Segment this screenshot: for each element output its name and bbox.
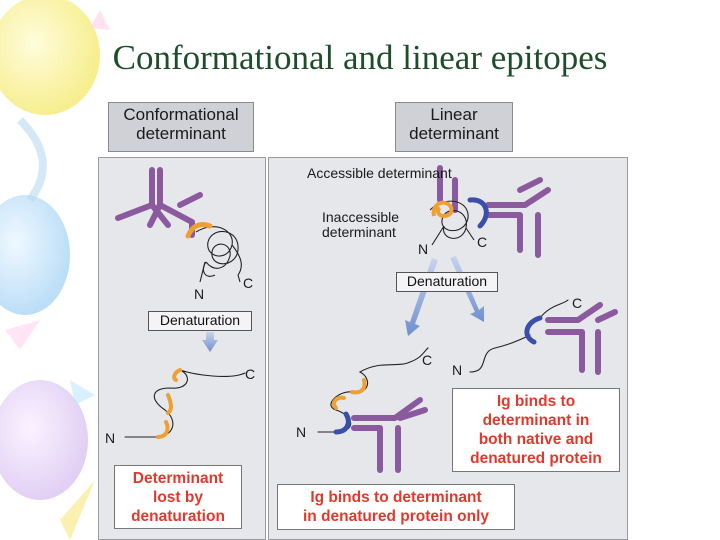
- denaturation-label: Denaturation: [396, 272, 498, 292]
- down-arrow-icon: [405, 258, 438, 336]
- antibody-icon: [115, 167, 203, 238]
- down-arrow-icon: [202, 332, 218, 352]
- note-line: lost by: [153, 489, 203, 506]
- n-terminus-label: N: [452, 362, 463, 378]
- denaturation-label: Denaturation: [148, 311, 252, 331]
- heading-line: Linear: [430, 105, 478, 124]
- conformational-heading: Conformational determinant: [108, 102, 254, 152]
- n-terminus-label: N: [296, 424, 307, 440]
- note-line: determinant in: [482, 412, 590, 429]
- note-line: Determinant: [132, 470, 224, 487]
- heading-line: determinant: [136, 124, 226, 143]
- accessible-determinant-label: Accessible determinant: [307, 165, 452, 181]
- n-terminus-label: N: [418, 241, 429, 257]
- c-terminus-label: C: [572, 295, 583, 311]
- heading-line: determinant: [409, 124, 499, 143]
- linear-epitope-icon: [333, 411, 351, 435]
- result-conformational-note: Determinant lost by denaturation: [114, 465, 242, 529]
- note-line: denatured protein: [470, 450, 602, 467]
- n-terminus-label: N: [105, 430, 116, 446]
- note-line: both native and: [478, 431, 594, 448]
- note-line: denaturation: [131, 508, 225, 525]
- c-terminus-label: C: [245, 366, 256, 382]
- c-terminus-label: C: [477, 234, 488, 250]
- linear-heading: Linear determinant: [395, 102, 513, 152]
- conformational-epitope-icon: [185, 221, 213, 239]
- conformational-epitope-icon: [431, 200, 454, 219]
- note-line: in denatured protein only: [302, 508, 489, 525]
- antibody-icon: [437, 165, 551, 258]
- inaccessible-determinant-label: Inaccessible determinant: [322, 210, 399, 240]
- folded-protein-icon: [429, 200, 475, 246]
- note-line: Ig binds to: [496, 393, 576, 410]
- antibody-icon: [545, 302, 618, 375]
- antibody-icon: [351, 397, 428, 473]
- result-both-note: Ig binds to determinant in both native a…: [452, 388, 620, 472]
- c-terminus-label: C: [243, 275, 254, 291]
- slide-title: Conformational and linear epitopes: [112, 38, 608, 77]
- c-terminus-label: C: [422, 352, 433, 368]
- result-denatured-only-note: Ig binds to determinant in denatured pro…: [277, 484, 515, 530]
- n-terminus-label: N: [194, 286, 205, 302]
- linear-epitope-icon: [524, 315, 543, 345]
- heading-line: Conformational: [123, 105, 239, 124]
- note-line: Ig binds to determinant: [310, 489, 482, 506]
- label-line: Inaccessible: [322, 209, 400, 225]
- denatured-chain-icon: [124, 368, 246, 439]
- linear-epitope-icon: [467, 197, 489, 229]
- label-line: determinant: [322, 224, 396, 240]
